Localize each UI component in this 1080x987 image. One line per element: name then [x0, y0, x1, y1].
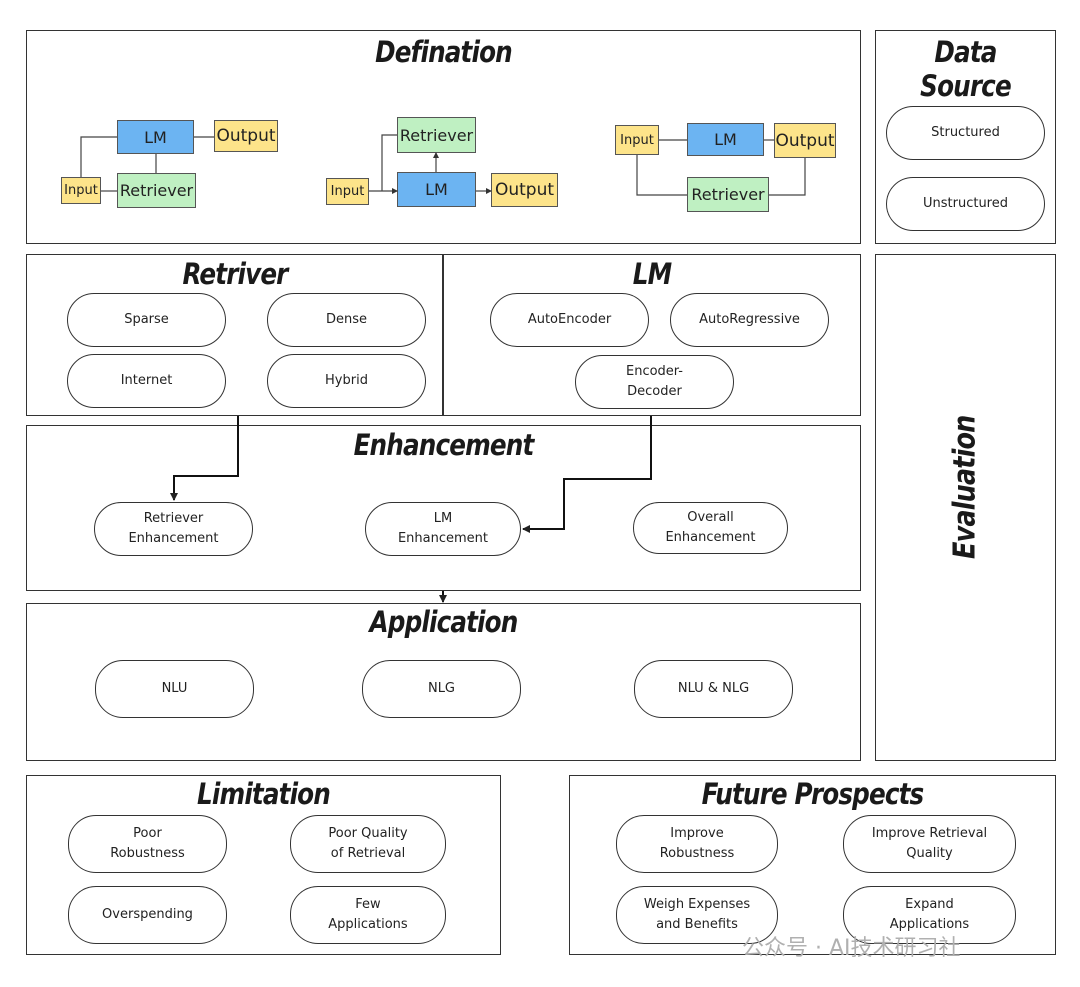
application-nlu-nlg: NLU & NLG: [634, 660, 793, 718]
limitation-few-applications: Few Applications: [290, 886, 446, 944]
watermark-text: 公众号 · AI技术研习社: [742, 936, 961, 961]
data-source-unstructured: Unstructured: [886, 177, 1045, 231]
lm-title: LM: [632, 257, 672, 291]
data-source-title: Data Source: [920, 35, 1011, 103]
limitation-title: Limitation: [197, 777, 331, 811]
enhancement-retriever: Retriever Enhancement: [94, 502, 253, 556]
d2-lm-box: LM: [397, 172, 476, 207]
future-weigh-expenses: Weigh Expenses and Benefits: [616, 886, 778, 944]
d3-output-box: Output: [774, 123, 836, 158]
d1-lm-box: LM: [117, 120, 194, 154]
enhancement-title: Enhancement: [353, 428, 535, 462]
lm-autoencoder: AutoEncoder: [490, 293, 649, 347]
d2-input-box: Input: [326, 178, 369, 205]
d1-retriever-box: Retriever: [117, 173, 196, 208]
retriever-lm-divider: [442, 254, 444, 416]
d2-output-box: Output: [491, 173, 558, 207]
retriever-dense: Dense: [267, 293, 426, 347]
enhancement-lm: LM Enhancement: [365, 502, 521, 556]
d3-input-box: Input: [615, 125, 659, 155]
d3-lm-box: LM: [687, 123, 764, 156]
application-title: Application: [369, 605, 519, 639]
retriever-title: Retriver: [182, 257, 288, 291]
future-expand-applications: Expand Applications: [843, 886, 1016, 944]
retriever-hybrid: Hybrid: [267, 354, 426, 408]
d3-retriever-box: Retriever: [687, 177, 769, 212]
lm-autoregressive: AutoRegressive: [670, 293, 829, 347]
application-nlu: NLU: [95, 660, 254, 718]
enhancement-overall: Overall Enhancement: [633, 502, 788, 554]
future-title: Future Prospects: [701, 777, 925, 811]
retriever-sparse: Sparse: [67, 293, 226, 347]
lm-encoder-decoder: Encoder- Decoder: [575, 355, 734, 409]
retriever-internet: Internet: [67, 354, 226, 408]
future-improve-retrieval: Improve Retrieval Quality: [843, 815, 1016, 873]
evaluation-panel: [875, 254, 1056, 761]
d2-retriever-box: Retriever: [397, 117, 476, 153]
limitation-poor-robustness: Poor Robustness: [68, 815, 227, 873]
application-nlg: NLG: [362, 660, 521, 718]
limitation-poor-quality: Poor Quality of Retrieval: [290, 815, 446, 873]
future-improve-robustness: Improve Robustness: [616, 815, 778, 873]
definition-title: Defination: [375, 35, 513, 69]
d1-output-box: Output: [214, 120, 278, 152]
d1-input-box: Input: [61, 177, 101, 204]
data-source-structured: Structured: [886, 106, 1045, 160]
limitation-overspending: Overspending: [68, 886, 227, 944]
